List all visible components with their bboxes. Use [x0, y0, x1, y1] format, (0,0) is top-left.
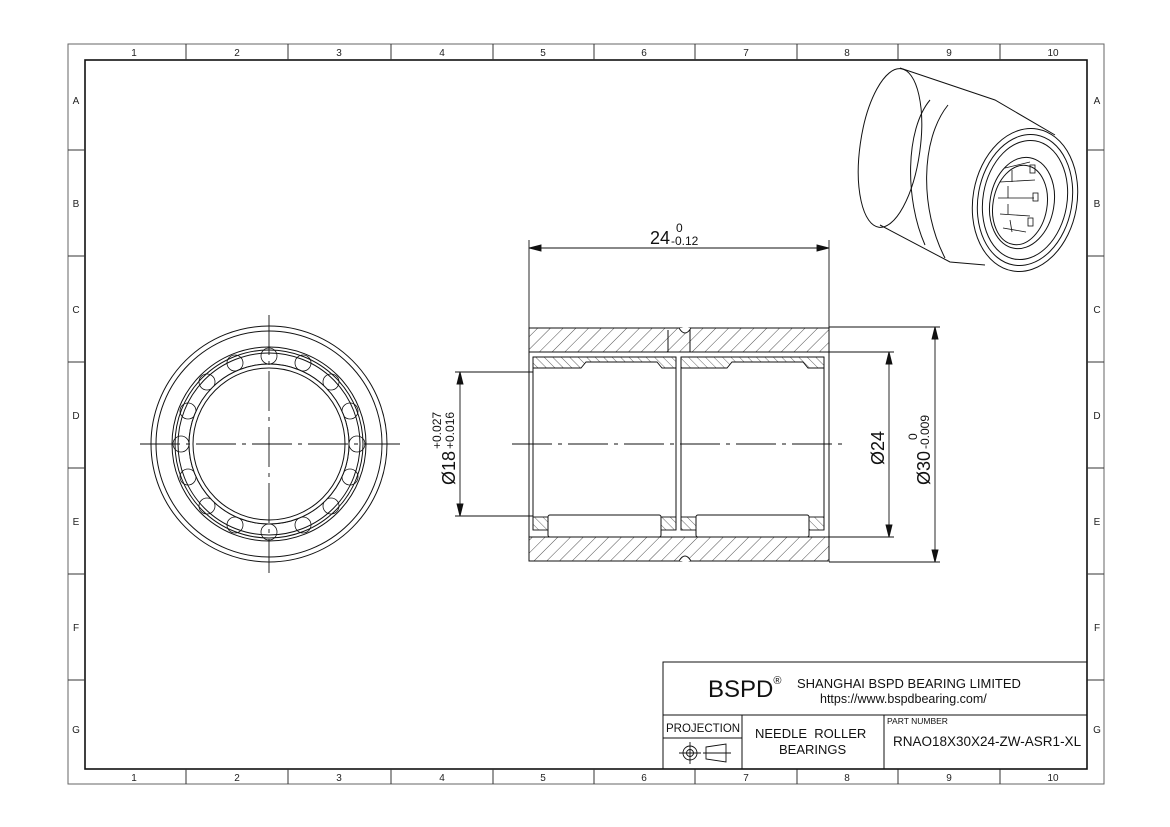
svg-text:+0.016: +0.016 — [443, 412, 457, 449]
part-number: RNAO18X30X24-ZW-ASR1-XL — [893, 734, 1082, 749]
svg-text:4: 4 — [439, 773, 445, 784]
svg-text:G: G — [72, 725, 80, 736]
svg-text:6: 6 — [641, 48, 647, 59]
bore-dimension: Ø18 +0.027 +0.016 — [430, 412, 459, 485]
dimension-texts: 24 0 -0.12 Ø18 +0.027 +0.016 Ø24 Ø30 0 -… — [430, 221, 934, 485]
svg-text:B: B — [1094, 199, 1101, 210]
svg-text:4: 4 — [439, 48, 445, 59]
title-block-frame — [662, 661, 1088, 770]
svg-text:8: 8 — [844, 48, 850, 59]
svg-text:A: A — [1094, 96, 1101, 107]
row-labels-left: A B C D E F G — [72, 96, 80, 736]
svg-text:0: 0 — [906, 433, 920, 440]
svg-text:10: 10 — [1047, 48, 1059, 59]
svg-text:24: 24 — [650, 228, 670, 248]
svg-text:5: 5 — [540, 773, 546, 784]
dimension-lines — [455, 240, 940, 563]
svg-text:Ø18: Ø18 — [439, 451, 459, 485]
svg-text:2: 2 — [234, 48, 240, 59]
svg-text:C: C — [1093, 305, 1100, 316]
projection-symbol-icon — [679, 742, 731, 764]
svg-text:6: 6 — [641, 773, 647, 784]
svg-text:5: 5 — [540, 48, 546, 59]
length-dimension: 24 0 -0.12 — [650, 221, 699, 248]
description-line-2: BEARINGS — [779, 742, 847, 757]
svg-text:7: 7 — [743, 48, 749, 59]
row-zone-dividers — [68, 149, 1104, 681]
svg-text:Ø24: Ø24 — [868, 431, 888, 465]
column-labels-top: 1 2 3 4 5 6 7 8 9 10 — [131, 48, 1059, 59]
svg-text:F: F — [73, 623, 79, 634]
svg-text:F: F — [1094, 623, 1100, 634]
svg-text:9: 9 — [946, 48, 952, 59]
row-labels-right: A B C D E F G — [1093, 96, 1101, 736]
svg-text:8: 8 — [844, 773, 850, 784]
svg-text:C: C — [72, 305, 79, 316]
isometric-bearing-illustration — [857, 67, 1079, 272]
part-number-label: PART NUMBER — [887, 716, 948, 726]
section-view — [512, 327, 846, 562]
company-name: SHANGHAI BSPD BEARING LIMITED — [797, 676, 1021, 691]
svg-text:D: D — [72, 411, 79, 422]
company-website[interactable]: https://www.bspdbearing.com/ — [820, 692, 987, 706]
svg-text:B: B — [73, 199, 80, 210]
column-labels-bottom: 1 2 3 4 5 6 7 8 9 10 — [131, 773, 1059, 784]
description-line-1: NEEDLE ROLLER — [755, 726, 867, 741]
registered-mark: ® — [773, 675, 782, 687]
front-view — [140, 315, 400, 573]
svg-text:0: 0 — [676, 221, 683, 235]
svg-text:+0.027: +0.027 — [430, 412, 444, 449]
outer-frame — [67, 43, 1105, 785]
svg-text:-0.12: -0.12 — [671, 234, 699, 248]
svg-text:3: 3 — [336, 773, 342, 784]
svg-text:D: D — [1093, 411, 1100, 422]
svg-text:2: 2 — [234, 773, 240, 784]
svg-text:9: 9 — [946, 773, 952, 784]
projection-label: PROJECTION — [666, 723, 741, 735]
svg-text:1: 1 — [131, 48, 137, 59]
svg-text:7: 7 — [743, 773, 749, 784]
column-zone-dividers — [185, 44, 1001, 784]
svg-text:Ø30: Ø30 — [914, 451, 934, 485]
svg-text:G: G — [1093, 725, 1101, 736]
svg-text:A: A — [73, 96, 80, 107]
outer-diameter-dimension: Ø30 0 -0.009 — [906, 415, 934, 485]
svg-text:1: 1 — [131, 773, 137, 784]
svg-text:10: 10 — [1047, 773, 1059, 784]
roller-diameter-dimension: Ø24 — [868, 431, 888, 465]
svg-text:E: E — [1094, 517, 1101, 528]
brand-logo: BSPD® — [708, 675, 782, 703]
svg-text:-0.009: -0.009 — [918, 415, 932, 449]
svg-text:3: 3 — [336, 48, 342, 59]
svg-text:E: E — [73, 517, 80, 528]
